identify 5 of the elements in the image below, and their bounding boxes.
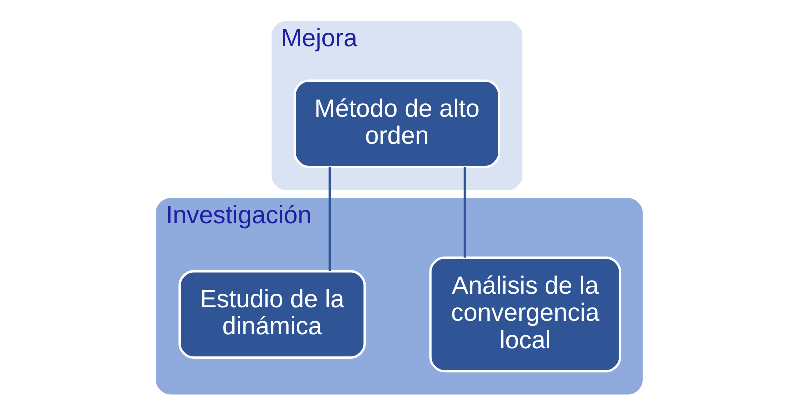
node-box: Análisis de la convergencia local	[429, 256, 621, 373]
node-box: Estudio de la dinámica	[178, 270, 366, 359]
connector	[328, 167, 331, 272]
node-box: Método de alto orden	[293, 80, 500, 168]
connector	[463, 167, 466, 258]
